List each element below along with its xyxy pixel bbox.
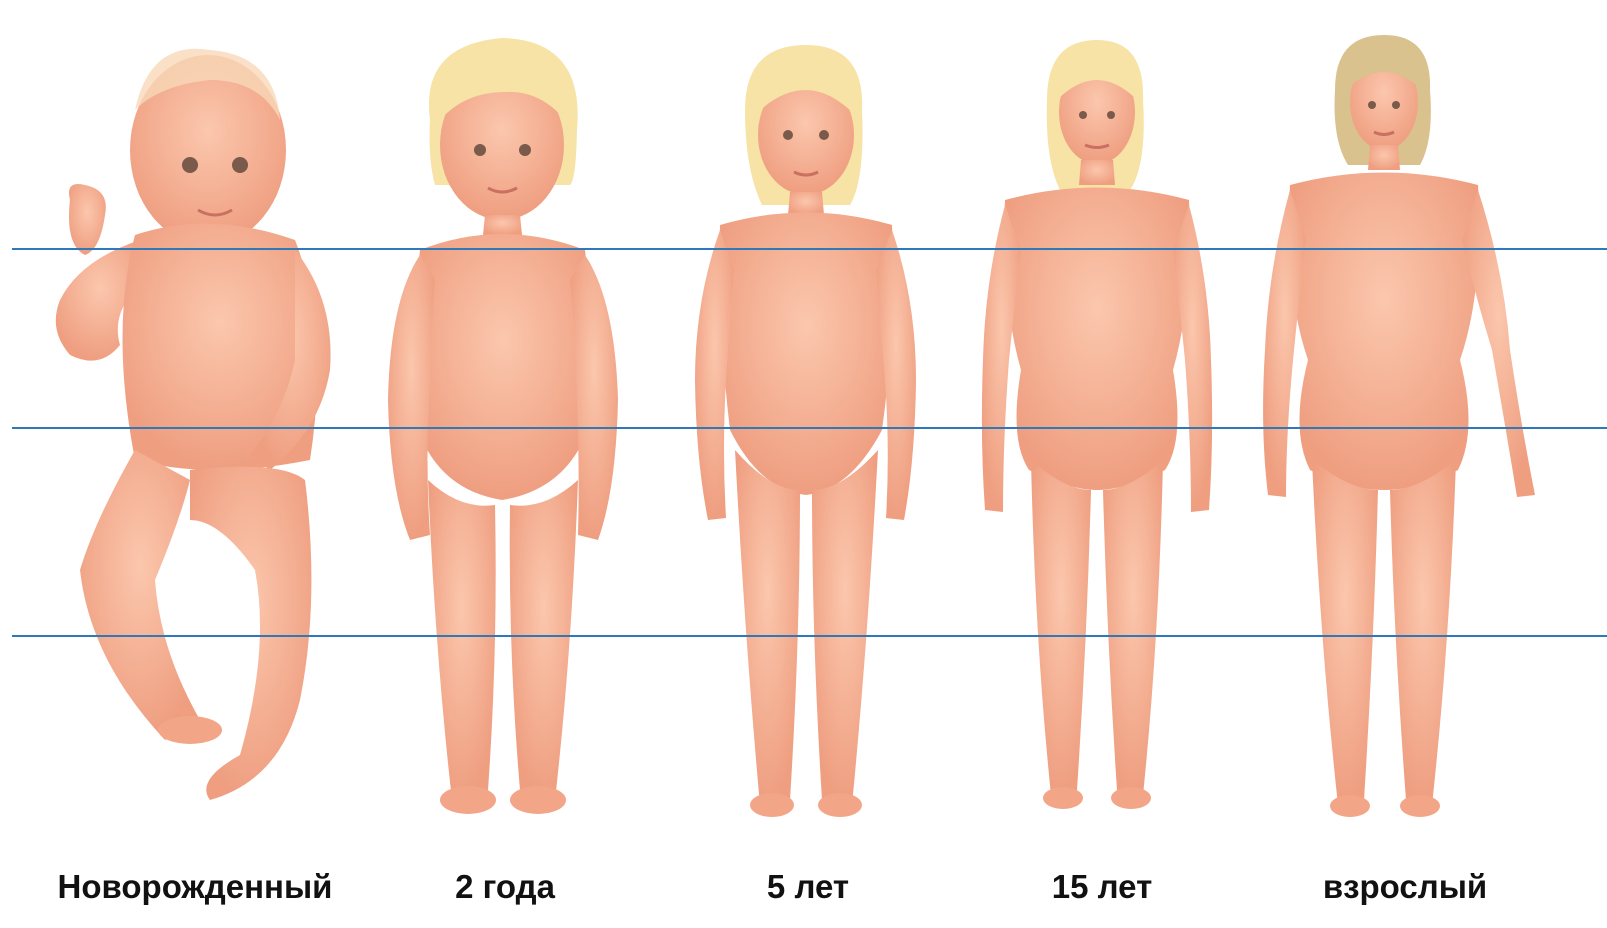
label-age-2: 2 года — [345, 868, 665, 906]
label-age-5: 5 лет — [648, 868, 968, 906]
label-adult: взрослый — [1245, 868, 1565, 906]
guide-line-hips — [12, 427, 1607, 429]
label-newborn: Новорожденный — [35, 868, 355, 906]
age-15-body-illustration — [975, 0, 1225, 840]
guide-line-knees — [12, 635, 1607, 637]
adult-body-illustration — [1260, 0, 1550, 840]
age-5-body-illustration — [690, 0, 920, 840]
newborn-body-illustration — [40, 0, 350, 840]
figure-age-15 — [975, 0, 1225, 840]
figure-adult — [1260, 0, 1550, 840]
guide-line-shoulders — [12, 248, 1607, 250]
label-age-15: 15 лет — [942, 868, 1262, 906]
figure-newborn — [40, 0, 350, 840]
age-2-body-illustration — [380, 0, 630, 840]
figure-age-5 — [690, 0, 920, 840]
figure-age-2 — [380, 0, 630, 840]
